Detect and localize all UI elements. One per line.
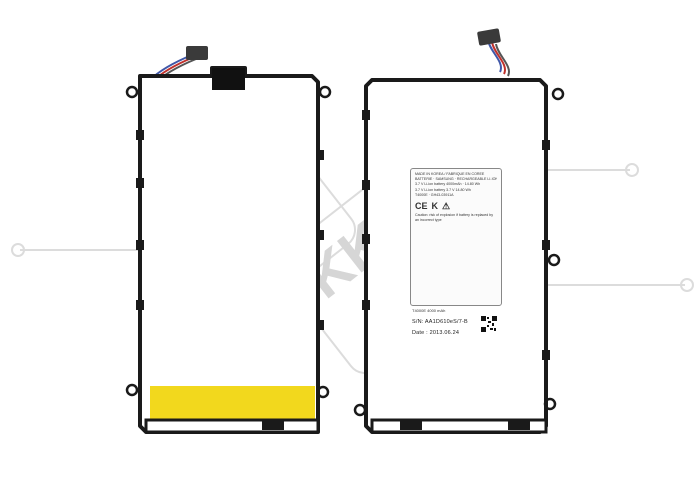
connector-icon-2 — [477, 28, 501, 46]
qr-code-icon — [481, 316, 497, 332]
certification-marks: CE K ⚠ — [415, 201, 497, 211]
caution-text: Caution: risk of explosion if battery is… — [415, 213, 494, 223]
label-line-5: T4000E · GH43-03911A — [415, 192, 454, 197]
ce-mark-icon: CE — [415, 201, 428, 212]
connector-icon — [186, 46, 208, 60]
label-line-1: MADE IN KOREA / FABRIQUE EN COREE — [415, 172, 485, 176]
warning-icon: ⚠ — [442, 201, 451, 212]
serial-number: S/N: AA1D610eS/7-B — [412, 319, 468, 325]
label-line-2: BATTERIE · SAMSUNG · RECHARGEABLE LI-ION — [415, 177, 497, 182]
yellow-sticker — [150, 386, 315, 420]
model-line: T4000E 4000 mAh — [412, 308, 446, 313]
kc-mark-icon: K — [431, 201, 439, 212]
battery-label: MADE IN KOREA / FABRIQUE EN COREE BATTER… — [410, 168, 502, 306]
top-tab — [212, 68, 245, 90]
battery-back — [125, 46, 332, 434]
label-line-3: 3.7 V Li-ion battery 4000mAh · 14.80 Wh — [415, 182, 481, 187]
date-code: Date : 2013.06.24 — [412, 330, 460, 336]
label-line-4: 3.7 V Li-ion battery 3.7 V 14.80 Wh — [415, 187, 471, 192]
